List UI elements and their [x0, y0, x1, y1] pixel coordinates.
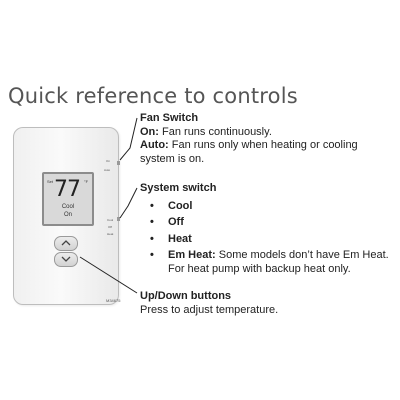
up-button[interactable]: [54, 236, 78, 251]
updown-heading: Up/Down buttons: [140, 290, 232, 302]
system-switch[interactable]: [117, 217, 120, 221]
model-number: M34675: [106, 298, 121, 303]
chevron-down-icon: [61, 256, 71, 262]
fan-auto-label: Auto:: [140, 139, 169, 151]
system-switch-heading: System switch: [140, 182, 217, 194]
system-label-heat: Heat: [107, 232, 114, 236]
updown-text: Press to adjust temperature.: [140, 303, 279, 316]
display-set-label: Set: [47, 179, 54, 184]
list-item: • Em Heat: Some models don’t have Em Heat…: [140, 249, 395, 276]
option-label: Off: [168, 216, 184, 228]
list-item: • Heat: [140, 233, 395, 247]
fan-switch-heading: Fan Switch: [140, 112, 199, 124]
bullet-icon: •: [150, 199, 154, 212]
system-label-off: Off: [108, 225, 112, 229]
bullet-icon: •: [150, 232, 154, 245]
option-text: Some models don’t have Em Heat. For heat…: [168, 249, 389, 275]
bullet-icon: •: [150, 216, 154, 228]
option-label: Heat: [168, 232, 192, 245]
fan-auto-line: Auto: Fan runs only when heating or cool…: [140, 139, 395, 166]
system-label-cool: Cool: [107, 218, 114, 222]
fan-auto-text: Fan runs only when heating or cooling sy…: [140, 139, 358, 165]
fan-switch[interactable]: [117, 161, 120, 165]
option-label: Em Heat:: [168, 249, 216, 261]
display-degree-unit: °F: [84, 179, 89, 184]
fan-label-auto: Auto: [104, 168, 111, 172]
thermostat-display: Set 77 °F Cool On: [42, 172, 94, 226]
page-title: Quick reference to controls: [8, 84, 298, 108]
updown-description: Up/Down buttons Press to adjust temperat…: [140, 290, 395, 317]
system-leader-line: [119, 187, 138, 219]
thermostat-device: Set 77 °F Cool On On Auto Cool Off Heat …: [13, 127, 121, 305]
system-switch-description: System switch • Cool • Off • Heat • Em Heat:…: [140, 182, 395, 279]
down-button[interactable]: [54, 252, 78, 267]
display-mode: Cool: [61, 204, 75, 210]
option-label: Cool: [168, 199, 193, 212]
display-temperature: 77: [54, 177, 81, 202]
list-item: • Cool: [140, 200, 395, 214]
fan-on-label: On:: [140, 125, 159, 138]
system-options-list: • Cool • Off • Heat • Em Heat: Some models d…: [140, 200, 395, 277]
fan-switch-description: Fan Switch On: Fan runs continuously. Au…: [140, 112, 395, 166]
display-status: On: [63, 212, 72, 218]
fan-leader-line: [119, 117, 138, 161]
list-item: • Off: [140, 216, 395, 230]
updown-leader-line: [79, 256, 138, 294]
chevron-up-icon: [61, 240, 71, 246]
fan-on-line: On: Fan runs continuously.: [140, 126, 395, 140]
fan-on-text: Fan runs continuously.: [162, 125, 272, 138]
fan-label-on: On: [106, 159, 111, 163]
bullet-icon: •: [150, 249, 154, 261]
